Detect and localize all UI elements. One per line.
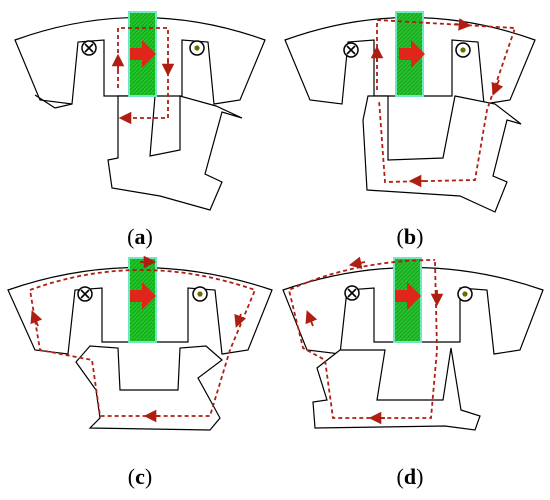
panel-b (284, 11, 536, 213)
flux-arrow (30, 310, 43, 327)
flux-path (287, 259, 438, 419)
panel-caption-c: (c) (127, 464, 153, 489)
cross-in-circle-icon (343, 42, 359, 58)
flux-arrow (491, 79, 504, 96)
magnetization-arrow (399, 40, 425, 68)
mover-outline (362, 95, 522, 213)
dot-in-circle-icon (457, 286, 473, 302)
panel-d (282, 256, 544, 431)
dot-in-circle-icon (455, 42, 471, 58)
magnetization-arrow (130, 282, 156, 310)
flux-path (376, 19, 517, 183)
panel-caption-d: (d) (396, 464, 424, 489)
dot-in-circle-icon (192, 286, 208, 302)
dot-in-circle-icon (189, 40, 205, 56)
panel-caption-a: (a) (127, 224, 153, 249)
flux-arrow (348, 256, 366, 269)
panel-a (14, 11, 266, 211)
panel-caption-b: (b) (396, 224, 424, 249)
mover-outline (75, 345, 223, 431)
cross-in-circle-icon (81, 40, 97, 56)
cross-in-circle-icon (344, 285, 360, 301)
stator-slot-left (34, 94, 73, 109)
panel-c (7, 255, 273, 431)
mover-outline (312, 347, 481, 431)
magnetization-arrow (395, 282, 421, 310)
flux-path (28, 269, 257, 417)
flux-arrow (305, 310, 318, 327)
flux-arrow (234, 313, 247, 328)
mover-outline (107, 95, 243, 211)
cross-in-circle-icon (77, 286, 93, 302)
flux-arrow (454, 18, 472, 31)
magnetization-arrow (130, 40, 156, 68)
